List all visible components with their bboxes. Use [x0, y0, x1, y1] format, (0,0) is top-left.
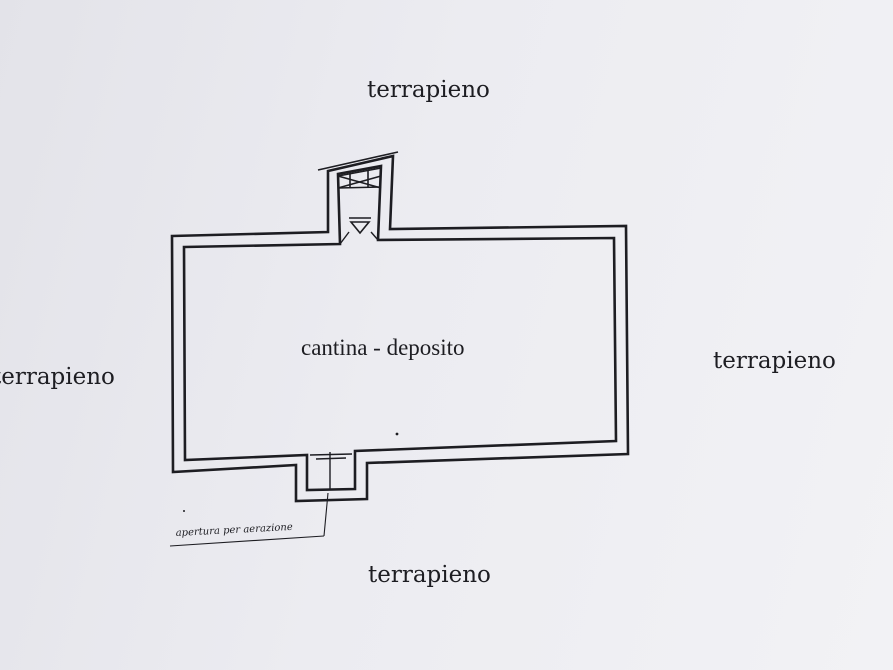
vent-opening-detail: [309, 452, 353, 490]
label-terrapieno-bottom: terrapieno: [368, 562, 491, 588]
label-terrapieno-right: terrapieno: [713, 348, 836, 374]
top-opening-detail: [339, 231, 379, 245]
speck-mark: [183, 510, 185, 512]
level-triangle-icon: [349, 217, 371, 235]
room-label: cantina - deposito: [301, 335, 465, 360]
note-leader-line: [169, 492, 329, 547]
stair-detail: [317, 151, 399, 189]
label-terrapieno-left: terrapieno: [0, 364, 115, 390]
label-terrapieno-top: terrapieno: [367, 77, 490, 103]
speck-mark: [395, 432, 399, 436]
inner-wall: [182, 164, 618, 492]
outer-wall: [170, 154, 630, 503]
